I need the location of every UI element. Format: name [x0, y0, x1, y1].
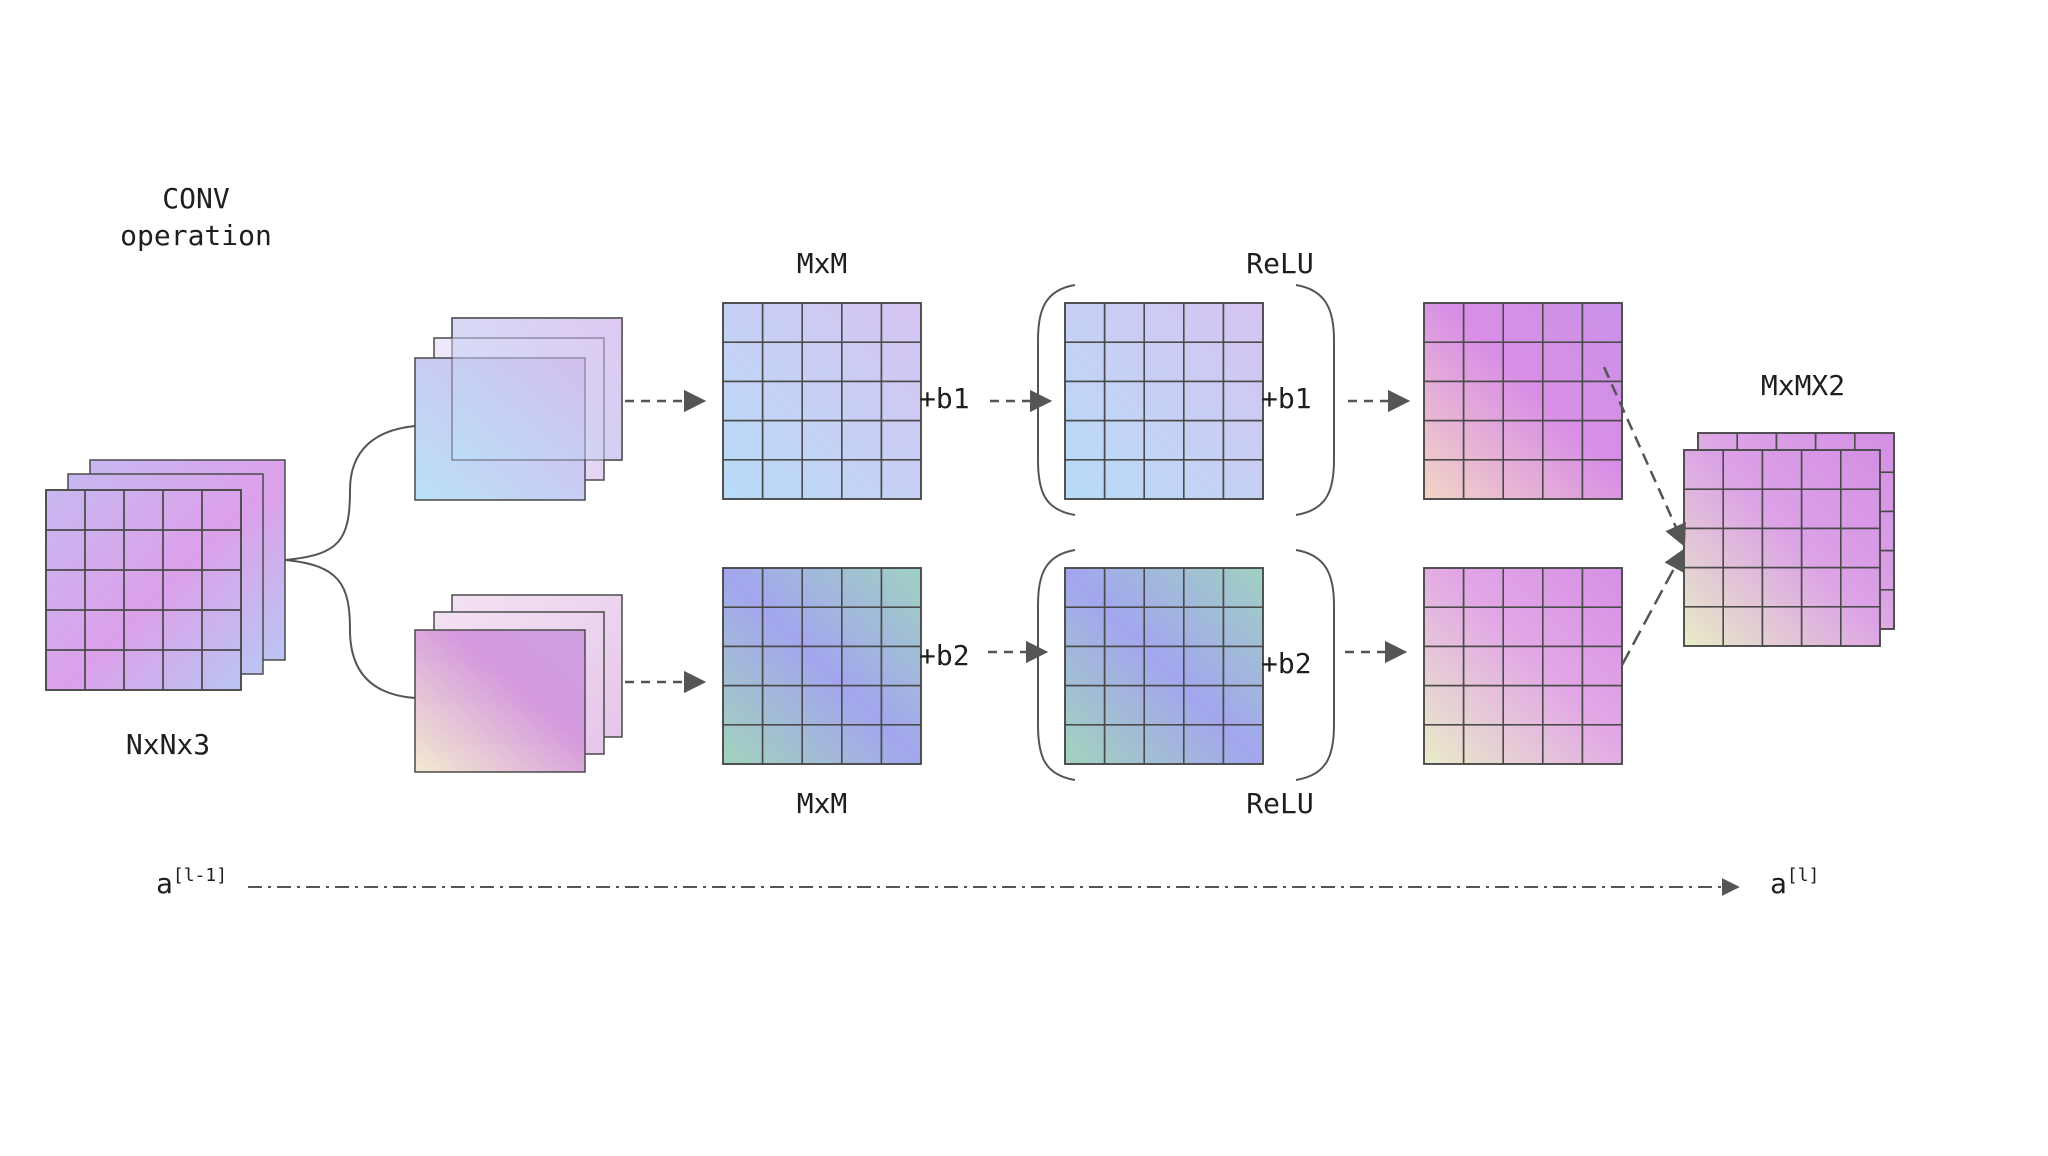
activation-next-label: a[l] — [1770, 867, 1819, 900]
feature-map-bottom-activation — [1423, 567, 1623, 765]
activation-next-superscript: [l] — [1786, 865, 1820, 886]
arrow-act1-to-output — [1602, 366, 1686, 548]
bottom-relu-grid-cell — [1222, 724, 1264, 765]
output-layer-1 — [1683, 449, 1881, 647]
top-relu-grid-background — [1064, 302, 1264, 500]
output-label: MxMX2 — [1760, 369, 1846, 402]
title-line-2: operation — [120, 219, 272, 252]
feature-map-bottom-conv — [722, 567, 922, 765]
top-conv-grid-background — [722, 302, 922, 500]
bottom-conv-grid-cell — [880, 724, 922, 765]
branch-curve-top — [284, 425, 416, 561]
feature-map-top-activation — [1423, 302, 1623, 500]
top-activation-grid-cell — [1581, 459, 1623, 500]
top-relu-label: ReLU — [1246, 247, 1314, 280]
bottom-conv-grid-background — [722, 567, 922, 765]
input-grid-cell — [201, 649, 242, 691]
bias-b1-after-conv: +b1 — [919, 382, 970, 415]
filter-2-stack — [414, 594, 623, 773]
activation-prev-superscript: [l-1] — [172, 865, 228, 886]
top-conv-grid-cell — [880, 459, 922, 500]
feature-map-bottom-relu — [1064, 567, 1264, 765]
input-label: NxNx3 — [125, 728, 211, 761]
output-front-grid-background — [1683, 449, 1881, 647]
input-layer-1 — [45, 489, 242, 691]
arrow-act2-to-output — [1620, 548, 1686, 666]
activation-prev-label: a[l-1] — [156, 867, 227, 900]
bias-b2-in-relu: +b2 — [1261, 647, 1312, 680]
input-grid-background — [45, 489, 242, 691]
bottom-relu-label: ReLU — [1246, 787, 1314, 820]
bottom-conv-label: MxM — [796, 787, 848, 820]
bias-b1-in-relu: +b1 — [1261, 382, 1312, 415]
bottom-relu-grid-background — [1064, 567, 1264, 765]
title-line-1: CONV — [162, 182, 230, 215]
relu-bracket-bottom-left — [1037, 549, 1076, 781]
feature-map-top-conv — [722, 302, 922, 500]
relu-bracket-bottom-right — [1295, 549, 1335, 781]
feature-map-top-relu — [1064, 302, 1264, 500]
top-relu-grid-cell — [1222, 459, 1264, 500]
bottom-activation-grid-cell — [1581, 724, 1623, 765]
top-activation-grid-background — [1423, 302, 1623, 500]
bias-b2-after-conv: +b2 — [919, 639, 970, 672]
top-conv-label: MxM — [796, 247, 848, 280]
output-front-grid-cell — [1840, 606, 1881, 647]
filter-1-stack — [414, 317, 623, 501]
relu-bracket-top-right — [1295, 284, 1335, 516]
activation-prev-base: a — [156, 867, 173, 900]
branch-curve-bottom — [284, 559, 416, 699]
activation-next-base: a — [1770, 867, 1787, 900]
bottom-activation-grid-background — [1423, 567, 1623, 765]
